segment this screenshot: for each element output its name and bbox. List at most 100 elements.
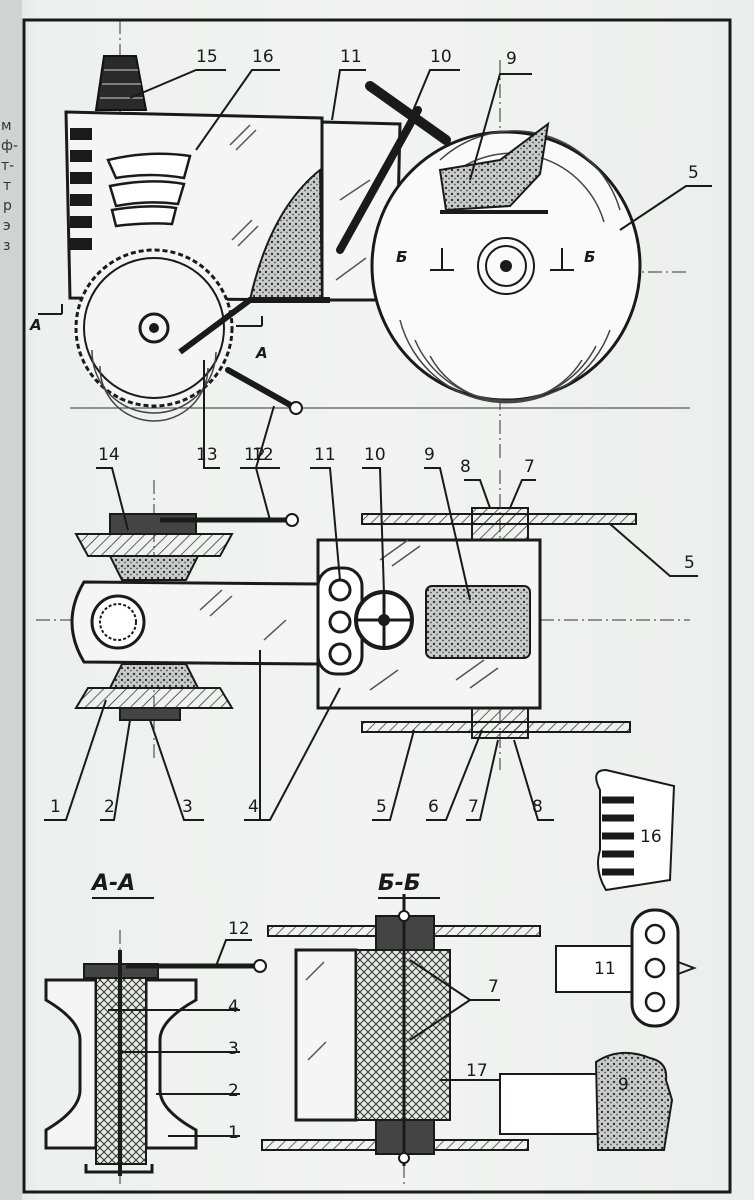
section-aa-title: А-А (90, 871, 135, 896)
front-hub (149, 323, 159, 333)
label-5: 5 (688, 163, 699, 183)
front-spool-bottom (74, 687, 234, 709)
front-wheel-rim (83, 257, 225, 399)
steering-column (336, 106, 422, 254)
detail-label-9: 9 (618, 1075, 629, 1095)
rear-wheel-bottom-edge (361, 721, 631, 733)
chassis-glints (369, 539, 499, 691)
label-11: 11 (340, 47, 362, 67)
margin-text: м ф- т- т р э з (1, 118, 18, 254)
label-5-bottom: 5 (376, 797, 387, 817)
aa-label-3: 3 (228, 1039, 239, 1059)
section-bb-title: Б-Б (378, 871, 421, 896)
margin-text-5: э (3, 218, 11, 234)
label-10: 10 (430, 47, 452, 67)
cut-mark-a-right (236, 316, 263, 327)
label-5-top: 5 (684, 553, 695, 573)
binding-strip (0, 0, 22, 1200)
aa-label-2: 2 (228, 1081, 239, 1101)
bb-leaders (409, 959, 500, 1081)
detail-label-16: 16 (640, 827, 662, 847)
label-3: 3 (182, 797, 193, 817)
bb-side-plate (294, 948, 358, 1122)
aa-label-12: 12 (228, 919, 250, 939)
margin-text-3: т (3, 178, 11, 194)
label-8-top: 8 (460, 457, 471, 477)
front-spool-cap-top (109, 513, 197, 535)
section-aa: А-А 12 4 3 2 1 (44, 871, 267, 1185)
label-13: 13 (196, 445, 218, 465)
label-9-top: 9 (424, 445, 435, 465)
tow-bar-end (289, 401, 303, 415)
label-12-top: 12 (244, 445, 266, 465)
label-7-top: 7 (524, 457, 535, 477)
tow-bar (225, 367, 295, 409)
foam-fender (248, 167, 324, 301)
section-bb: Б-Б 7 17 (261, 871, 541, 1185)
label-14: 14 (98, 445, 120, 465)
bb-label-17: 17 (466, 1061, 488, 1081)
margin-text-1: ф- (1, 138, 18, 154)
label-7-bottom: 7 (468, 797, 479, 817)
cut-label-a-right: А (255, 344, 268, 362)
label-8-bottom: 8 (532, 797, 543, 817)
front-hub-ring (138, 312, 170, 344)
margin-text-6: з (3, 238, 10, 254)
front-wheel-grooves (91, 349, 217, 422)
label-2: 2 (104, 797, 115, 817)
label-10-top: 10 (364, 445, 386, 465)
label-6: 6 (428, 797, 439, 817)
aa-label-1: 1 (228, 1123, 239, 1143)
steering-wheel (365, 81, 451, 145)
detail-11-plate (630, 908, 680, 1028)
rear-hub-ring-inner (485, 245, 527, 287)
label-16: 16 (252, 47, 274, 67)
top-tow-bar-end (285, 513, 299, 527)
beacon-ribs (100, 69, 143, 99)
aa-spool-left (44, 978, 98, 1150)
glass-glints (229, 124, 259, 247)
vent-slots (70, 128, 92, 250)
cut-label-b-right: Б (584, 248, 595, 266)
beam-glints (199, 589, 287, 641)
rear-wheel-top-edge (361, 513, 637, 525)
details: 16 11 9 (499, 768, 697, 1151)
detail-9-block (499, 1073, 611, 1135)
label-12: 12 (252, 445, 274, 465)
grille-emblem (106, 152, 192, 228)
cut-label-b-left: Б (396, 248, 407, 266)
label-15: 15 (196, 47, 218, 67)
beacon-lamp (94, 55, 148, 111)
label-4: 4 (248, 797, 259, 817)
label-11-top: 11 (314, 445, 336, 465)
cut-label-a-left: А (29, 316, 42, 334)
front-spool-top (74, 533, 234, 557)
margin-text-2: т- (1, 158, 14, 174)
aa-spool-right (144, 978, 198, 1150)
cut-mark-a-left (38, 304, 63, 315)
detail-9-seat (594, 1051, 674, 1151)
front-spool-top-hub (108, 555, 200, 581)
aa-leaders (108, 939, 252, 1137)
rear-hub (500, 260, 512, 272)
bb-label-7: 7 (488, 977, 499, 997)
cab-glints (335, 179, 371, 281)
aa-label-4: 4 (228, 997, 239, 1017)
rear-hub-ring (477, 237, 535, 295)
label-1: 1 (50, 797, 61, 817)
top-view: 14 12 11 10 9 8 7 5 1 2 3 4 5 6 7 8 (36, 445, 698, 821)
top-view-leaders (44, 467, 698, 821)
label-9: 9 (506, 49, 517, 69)
detail-label-11: 11 (594, 959, 616, 979)
front-spool-cap-bottom (119, 707, 181, 721)
margin-text-4: р (3, 198, 12, 214)
front-bearing-balls (99, 603, 137, 641)
detail-11-block (555, 945, 633, 993)
front-spool-bottom-hub (108, 663, 200, 689)
page-frame (22, 18, 732, 1194)
cut-mark-b-left (430, 248, 454, 271)
top-seat (425, 585, 531, 659)
detail-16-ribs (602, 796, 634, 876)
